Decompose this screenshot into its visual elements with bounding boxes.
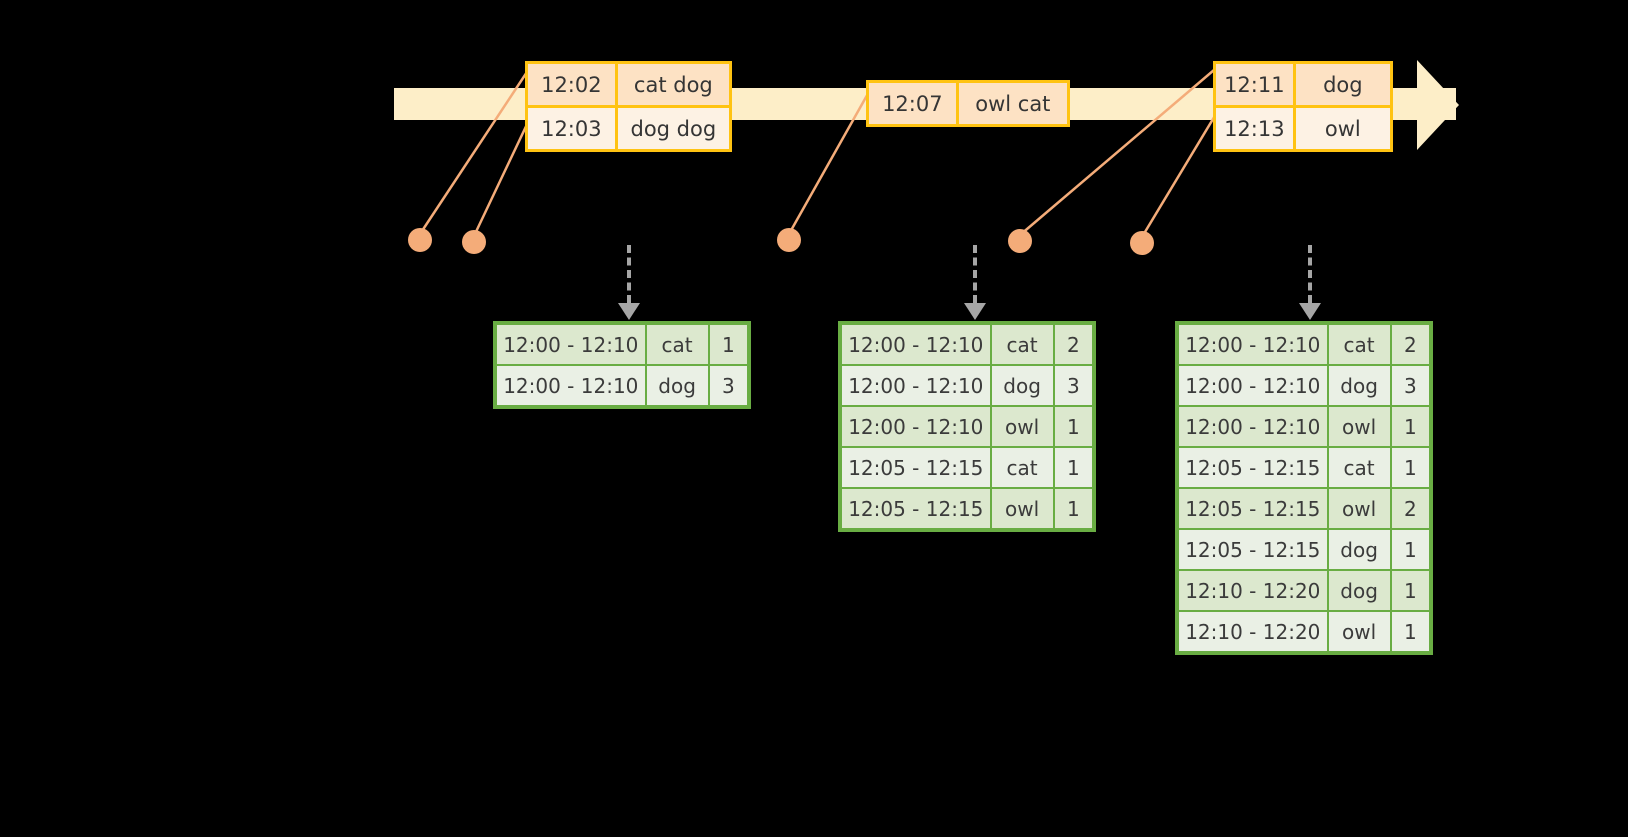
event-dot-2 bbox=[462, 230, 486, 254]
window-cell: 12:00 - 12:10 bbox=[1179, 366, 1327, 405]
count-cell: 2 bbox=[1389, 325, 1429, 364]
event-time: 12:13 bbox=[1216, 108, 1293, 149]
event-time: 12:03 bbox=[528, 108, 615, 149]
event-time: 12:07 bbox=[869, 83, 956, 124]
word-cell: dog bbox=[1326, 530, 1390, 569]
emit-arrow-1 bbox=[618, 245, 640, 320]
count-cell: 3 bbox=[1389, 366, 1429, 405]
word-cell: dog bbox=[989, 366, 1053, 405]
event-dot-5 bbox=[1130, 231, 1154, 255]
event-dot-1 bbox=[408, 228, 432, 252]
arrow-head-icon bbox=[964, 303, 986, 320]
count-cell: 1 bbox=[707, 325, 747, 364]
word-cell: dog bbox=[644, 366, 708, 405]
emit-arrow-3 bbox=[1299, 245, 1321, 320]
word-cell: dog bbox=[1326, 366, 1390, 405]
word-cell: owl bbox=[989, 407, 1053, 446]
word-cell: cat bbox=[1326, 325, 1390, 364]
event-words: dog bbox=[1292, 64, 1390, 105]
window-cell: 12:00 - 12:10 bbox=[842, 325, 990, 364]
event-time: 12:11 bbox=[1216, 64, 1293, 105]
word-cell: cat bbox=[989, 448, 1053, 487]
leader-line-2 bbox=[472, 117, 532, 237]
timeline-arrow-head-icon bbox=[1417, 60, 1459, 150]
event-box-2[interactable]: 12:07 owl cat bbox=[866, 80, 1070, 127]
arrow-stem bbox=[1308, 245, 1312, 303]
count-cell: 1 bbox=[1052, 407, 1092, 446]
leader-line-5 bbox=[1140, 113, 1218, 238]
word-cell: cat bbox=[644, 325, 708, 364]
event-row: 12:02 cat dog bbox=[528, 64, 729, 105]
event-dot-4 bbox=[1008, 229, 1032, 253]
event-row: 12:11 dog bbox=[1216, 64, 1390, 105]
window-cell: 12:10 - 12:20 bbox=[1179, 571, 1327, 610]
event-row: 12:03 dog dog bbox=[528, 105, 729, 149]
word-cell: cat bbox=[1326, 448, 1390, 487]
emit-arrow-2 bbox=[964, 245, 986, 320]
count-cell: 2 bbox=[1052, 325, 1092, 364]
window-cell: 12:00 - 12:10 bbox=[497, 325, 645, 364]
window-cell: 12:05 - 12:15 bbox=[842, 489, 990, 528]
window-cell: 12:00 - 12:10 bbox=[842, 366, 990, 405]
event-box-3[interactable]: 12:11 dog 12:13 owl bbox=[1213, 61, 1393, 152]
event-words: cat dog bbox=[614, 64, 729, 105]
event-row: 12:13 owl bbox=[1216, 105, 1390, 149]
word-cell: cat bbox=[989, 325, 1053, 364]
count-cell: 1 bbox=[1389, 612, 1429, 651]
arrow-stem bbox=[973, 245, 977, 303]
word-cell: owl bbox=[1326, 489, 1390, 528]
count-cell: 3 bbox=[707, 366, 747, 405]
window-cell: 12:05 - 12:15 bbox=[842, 448, 990, 487]
count-cell: 1 bbox=[1389, 448, 1429, 487]
event-dot-3 bbox=[777, 228, 801, 252]
count-cell: 1 bbox=[1052, 448, 1092, 487]
event-row: 12:07 owl cat bbox=[869, 83, 1067, 124]
window-cell: 12:00 - 12:10 bbox=[1179, 325, 1327, 364]
count-cell: 1 bbox=[1052, 489, 1092, 528]
count-cell: 1 bbox=[1389, 530, 1429, 569]
arrow-stem bbox=[627, 245, 631, 303]
window-cell: 12:00 - 12:10 bbox=[1179, 407, 1327, 446]
window-cell: 12:00 - 12:10 bbox=[842, 407, 990, 446]
window-cell: 12:00 - 12:10 bbox=[497, 366, 645, 405]
arrow-head-icon bbox=[618, 303, 640, 320]
count-cell: 2 bbox=[1389, 489, 1429, 528]
word-cell: owl bbox=[989, 489, 1053, 528]
window-cell: 12:10 - 12:20 bbox=[1179, 612, 1327, 651]
word-cell: owl bbox=[1326, 612, 1390, 651]
window-cell: 12:05 - 12:15 bbox=[1179, 530, 1327, 569]
event-words: owl cat bbox=[955, 83, 1067, 124]
window-cell: 12:05 - 12:15 bbox=[1179, 448, 1327, 487]
word-cell: owl bbox=[1326, 407, 1390, 446]
count-cell: 3 bbox=[1052, 366, 1092, 405]
window-cell: 12:05 - 12:15 bbox=[1179, 489, 1327, 528]
word-cell: dog bbox=[1326, 571, 1390, 610]
count-cell: 1 bbox=[1389, 407, 1429, 446]
event-words: owl bbox=[1292, 108, 1390, 149]
event-words: dog dog bbox=[614, 108, 729, 149]
count-cell: 1 bbox=[1389, 571, 1429, 610]
event-time: 12:02 bbox=[528, 64, 615, 105]
arrow-head-icon bbox=[1299, 303, 1321, 320]
event-box-1[interactable]: 12:02 cat dog 12:03 dog dog bbox=[525, 61, 732, 152]
